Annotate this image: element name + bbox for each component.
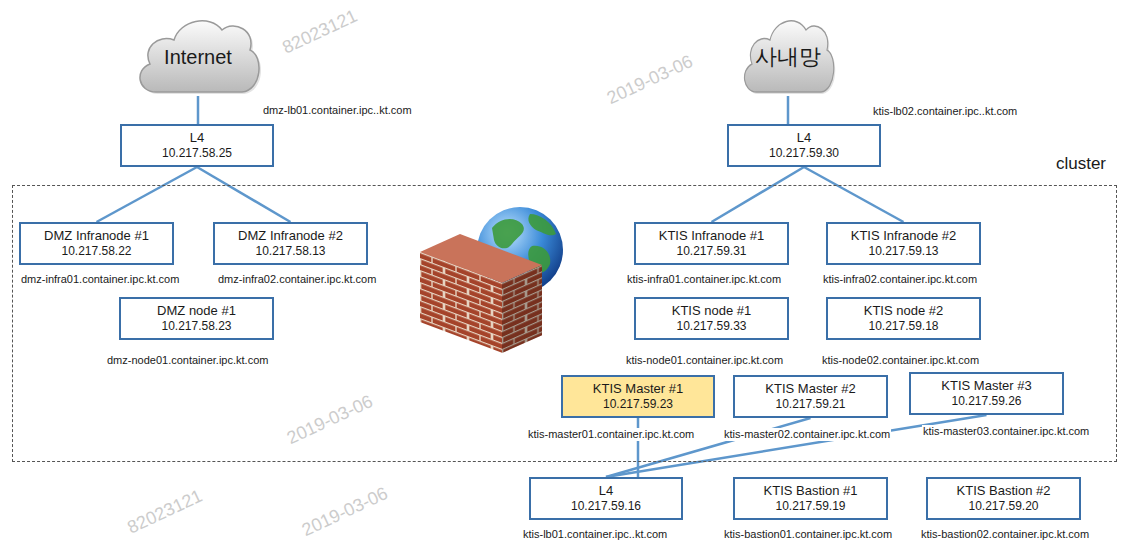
server-name: KTIS Master #2 xyxy=(765,381,855,397)
hostname-label: dmz-node01.container.ipc.kt.com xyxy=(106,354,269,367)
cluster-label: cluster xyxy=(1056,154,1106,174)
server-box: KTIS Master #110.217.59.23ktis-master01.… xyxy=(561,375,715,418)
watermark-text: 2019-03-06 xyxy=(299,483,391,541)
hostname-label: ktis-infra02.container.ipc.kt.com xyxy=(822,273,978,286)
server-name: L4 xyxy=(599,483,613,499)
server-box: KTIS Master #310.217.59.26ktis-master03.… xyxy=(909,372,1064,415)
server-box: KTIS Infranode #110.217.59.31ktis-infra0… xyxy=(634,222,789,265)
ip-address: 10.217.58.22 xyxy=(61,244,131,259)
hostname-label: dmz-lb01.container.ipc..kt.com xyxy=(262,104,413,117)
hostname-label: ktis-lb01.container.ipc..kt.com xyxy=(522,528,668,541)
network-cloud: Internet xyxy=(130,8,266,96)
ip-address: 10.217.59.18 xyxy=(868,319,938,334)
cloud-label: Internet xyxy=(164,36,232,69)
hostname-label: ktis-bastion02.container.ipc.kt.com xyxy=(920,528,1090,541)
hostname-label: ktis-master01.container.ipc.kt.com xyxy=(527,428,695,441)
watermark-text: 2019-03-06 xyxy=(284,391,376,449)
network-link xyxy=(97,167,198,222)
server-box: DMZ Infranode #210.217.58.13dmz-infra02.… xyxy=(213,222,368,265)
ip-address: 10.217.59.21 xyxy=(775,397,845,412)
ip-address: 10.217.59.20 xyxy=(968,499,1038,514)
watermark-text: 82023121 xyxy=(279,6,360,59)
network-link xyxy=(712,167,805,222)
ip-address: 10.217.59.30 xyxy=(769,146,839,161)
server-box: KTIS Master #210.217.59.21ktis-master02.… xyxy=(733,375,888,418)
server-name: DMZ Infranode #2 xyxy=(238,228,343,244)
ip-address: 10.217.59.19 xyxy=(775,499,845,514)
hostname-label: dmz-infra01.container.ipc.kt.com xyxy=(20,273,180,286)
server-name: KTIS Bastion #2 xyxy=(957,483,1051,499)
ip-address: 10.217.58.13 xyxy=(255,244,325,259)
server-name: L4 xyxy=(797,130,811,146)
server-box: KTIS Infranode #210.217.59.13ktis-infra0… xyxy=(826,222,981,265)
server-name: KTIS Bastion #1 xyxy=(764,483,858,499)
server-name: DMZ Infranode #1 xyxy=(44,228,149,244)
server-box: KTIS Bastion #110.217.59.19ktis-bastion0… xyxy=(733,477,888,520)
network-link xyxy=(197,96,200,124)
ip-address: 10.217.59.13 xyxy=(868,244,938,259)
brick-wall-icon xyxy=(420,234,542,353)
hostname-label: ktis-infra01.container.ipc.kt.com xyxy=(626,273,782,286)
server-box: L410.217.58.25dmz-lb01.container.ipc..kt… xyxy=(120,124,274,167)
network-link xyxy=(197,167,291,222)
server-name: KTIS Master #3 xyxy=(941,378,1031,394)
network-link xyxy=(804,167,904,222)
watermark-text: 82023121 xyxy=(124,486,205,539)
server-name: KTIS node #2 xyxy=(864,303,944,319)
server-name: KTIS Infranode #1 xyxy=(659,228,765,244)
server-box: DMZ node #110.217.58.23dmz-node01.contai… xyxy=(119,297,274,340)
ip-address: 10.217.59.33 xyxy=(676,319,746,334)
ip-address: 10.217.59.16 xyxy=(571,499,641,514)
hostname-label: ktis-node01.container.ipc.kt.com xyxy=(625,354,784,367)
server-box: KTIS Bastion #210.217.59.20ktis-bastion0… xyxy=(926,477,1081,520)
hostname-label: ktis-bastion01.container.ipc.kt.com xyxy=(723,528,893,541)
cluster-region: clusterDMZ Infranode #110.217.58.22dmz-i… xyxy=(12,185,1117,462)
server-name: DMZ node #1 xyxy=(157,303,236,319)
ip-address: 10.217.58.25 xyxy=(162,146,232,161)
server-name: L4 xyxy=(190,130,204,146)
hostname-label: dmz-infra02.container.ipc.kt.com xyxy=(217,273,377,286)
hostname-label: ktis-master03.container.ipc.kt.com xyxy=(922,425,1090,438)
cloud-label: 사내망 xyxy=(755,32,821,72)
server-box: DMZ Infranode #110.217.58.22dmz-infra01.… xyxy=(19,222,174,265)
watermark-text: 2019-03-06 xyxy=(604,51,696,109)
ip-address: 10.217.59.31 xyxy=(676,244,746,259)
server-name: KTIS Infranode #2 xyxy=(851,228,957,244)
ip-address: 10.217.59.23 xyxy=(603,397,673,412)
ip-address: 10.217.58.23 xyxy=(161,319,231,334)
hostname-label: ktis-lb02.container.ipc..kt.com xyxy=(872,105,1018,118)
server-box: L410.217.59.16ktis-lb01.container.ipc..k… xyxy=(529,477,683,520)
server-name: KTIS node #1 xyxy=(672,303,752,319)
server-name: KTIS Master #1 xyxy=(593,381,683,397)
hostname-label: ktis-master02.container.ipc.kt.com xyxy=(723,428,891,441)
hostname-label: ktis-node02.container.ipc.kt.com xyxy=(821,354,980,367)
network-link xyxy=(787,96,790,124)
server-box: KTIS node #210.217.59.18ktis-node02.cont… xyxy=(826,297,981,340)
server-box: L410.217.59.30ktis-lb02.container.ipc..k… xyxy=(727,124,881,167)
network-cloud: 사내망 xyxy=(737,8,839,96)
ip-address: 10.217.59.26 xyxy=(951,394,1021,409)
server-box: KTIS node #110.217.59.33ktis-node01.cont… xyxy=(634,297,789,340)
